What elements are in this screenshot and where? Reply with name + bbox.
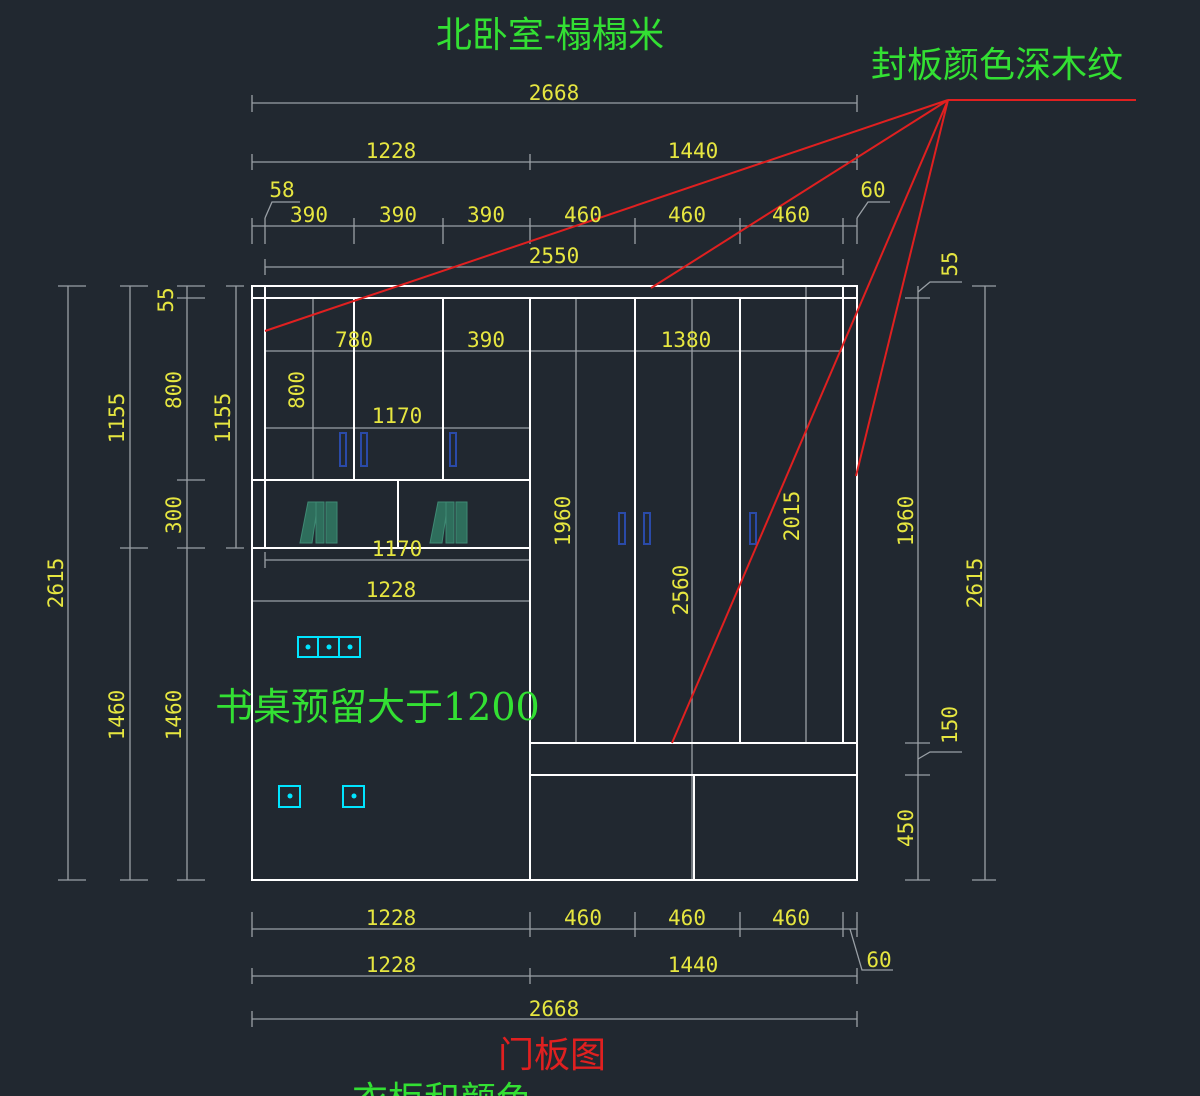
cabinet-outline [251,285,858,881]
dim-bottom-col-2: 460 [668,906,706,930]
dim-left-upper-block: 800 [162,371,186,409]
dim-top-col-6: 460 [772,203,810,227]
dim-right-low: 450 [894,809,918,847]
dim-left-upper: 1155 [105,393,129,444]
door-handle-icon [618,512,626,545]
dim-top-left-block: 1228 [366,139,417,163]
dim-inner-2560: 2560 [669,565,693,616]
dim-right-top-strip: 55 [938,251,962,276]
drawing-title: 北卧室-榻榻米 [436,15,664,56]
dim-top-col-2: 390 [379,203,417,227]
dim-top-col-1: 390 [290,203,328,227]
door-handle-icon [643,512,651,545]
dim-inner-1380: 1380 [661,328,712,352]
sockets [278,636,365,808]
dim-left-mid-block: 300 [162,496,186,534]
footer-title: 门板图 [498,1035,606,1076]
socket-icon [278,785,301,808]
dim-inner-1170-upper: 1170 [372,404,423,428]
dim-top-inner: 2550 [529,244,580,268]
books-icon [429,501,468,544]
dim-inner-2015: 2015 [780,491,804,542]
dim-top-col-3: 390 [467,203,505,227]
door-handles [339,432,757,545]
dim-right-mid: 150 [938,706,962,744]
dim-top-edge-left: 58 [269,178,294,202]
dim-inner-1228: 1228 [366,578,417,602]
dim-inner-1170-lower: 1170 [372,537,423,561]
dim-left-inner-upper: 1155 [211,393,235,444]
book-figures [299,501,468,544]
dim-top-right-block: 1440 [668,139,719,163]
door-handle-icon [360,432,368,467]
leader-lines [264,99,1136,744]
dim-left-lower: 1460 [105,690,129,741]
dim-top-col-5: 460 [668,203,706,227]
dim-left-lower-block: 1460 [162,690,186,741]
dim-top-edge-right: 60 [860,178,885,202]
dim-inner-1960: 1960 [551,496,575,547]
dim-bottom-overall: 2668 [529,997,580,1021]
dim-bottom-col-1: 460 [564,906,602,930]
dim-left-total: 2615 [44,558,68,609]
dim-bottom-edge: 60 [866,948,891,972]
dim-bottom-left-block-2: 1228 [366,953,417,977]
door-handle-icon [449,432,457,467]
dim-inner-800: 800 [285,371,309,409]
callout-note: 封板颜色深木纹 [871,45,1123,86]
dim-left-top-strip: 55 [154,287,178,312]
dim-bottom-right-block: 1440 [668,953,719,977]
footer-partial: 衣柜和颜色 [352,1080,532,1096]
socket-icon [342,785,365,808]
triple-socket-icon [297,636,361,658]
dim-inner-780: 780 [335,328,373,352]
dim-top-overall: 2668 [529,81,580,105]
books-icon [299,501,338,544]
dim-right-total: 2615 [963,558,987,609]
dim-right-tall: 1960 [894,496,918,547]
dim-top-col-4: 460 [564,203,602,227]
dim-bottom-left-block: 1228 [366,906,417,930]
dimension-lines [58,95,996,1027]
socket-marks [287,644,357,799]
desk-note: 书桌预留大于1200 [215,685,540,729]
door-handle-icon [749,512,757,545]
dim-bottom-col-3: 460 [772,906,810,930]
door-handle-icon [339,432,347,467]
dim-inner-390: 390 [467,328,505,352]
